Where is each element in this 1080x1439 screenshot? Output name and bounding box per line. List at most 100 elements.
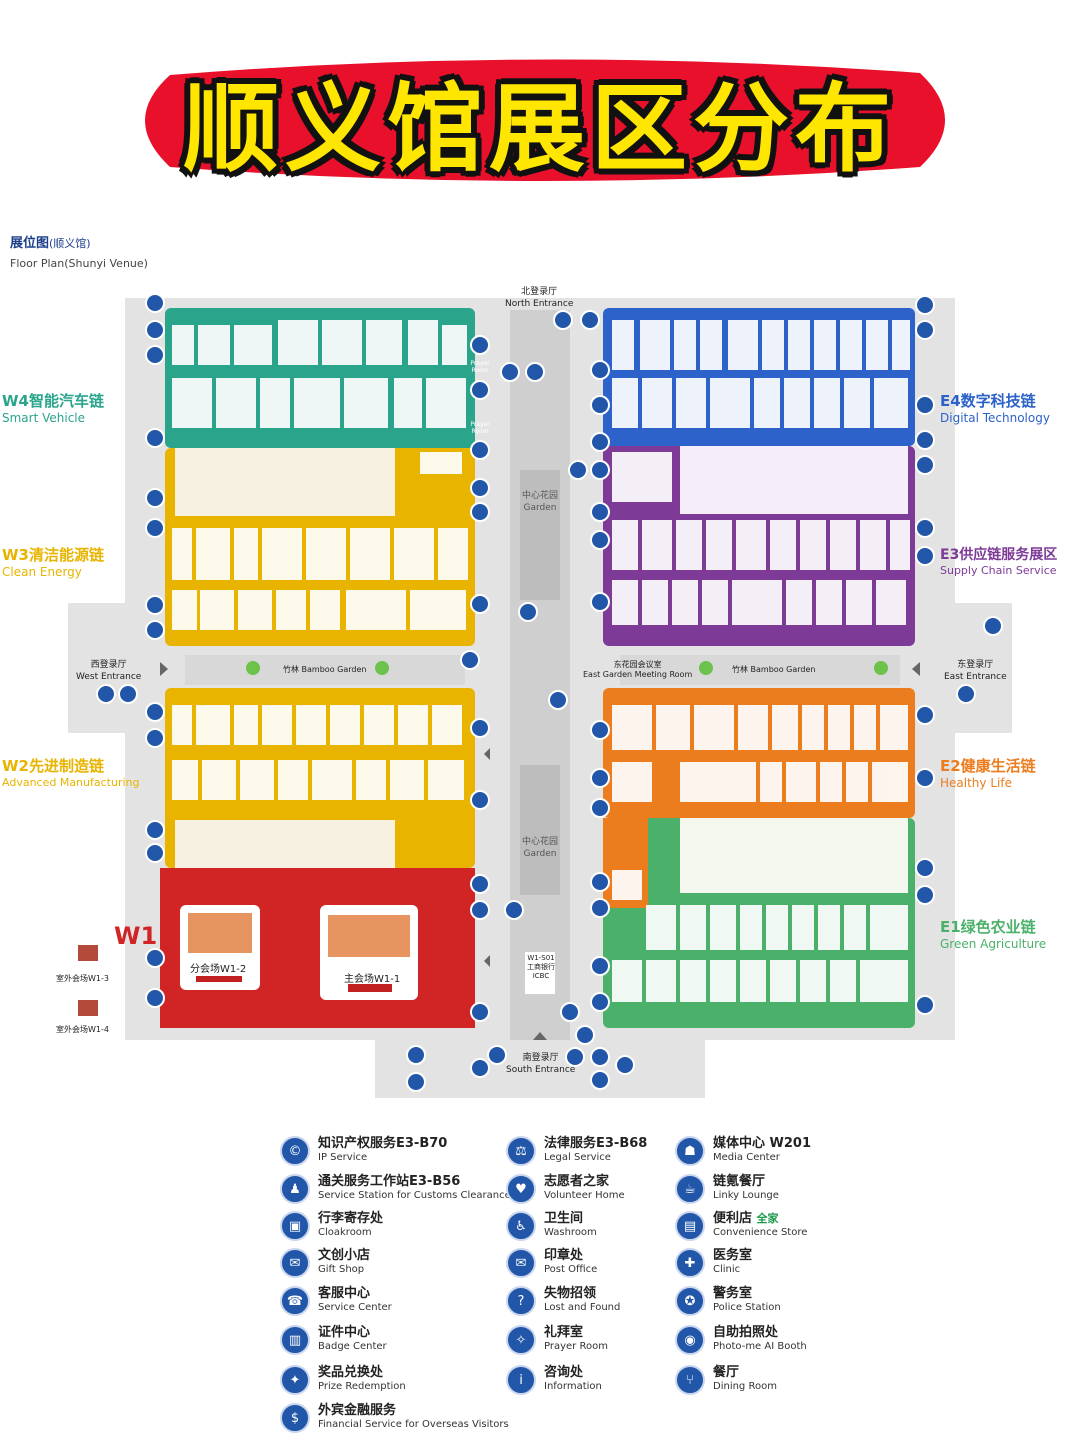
hall-w1-2-label: 分会场W1-2 — [190, 964, 247, 975]
garden-bottom-en: Garden — [523, 849, 557, 859]
legend-label-en: Information — [544, 1381, 602, 1392]
west-entrance-area — [68, 603, 128, 733]
banner-background — [145, 59, 945, 181]
legend-label-en: Dining Room — [713, 1381, 777, 1392]
information-icon: i — [506, 1365, 536, 1395]
legend-label-en: Badge Center — [318, 1341, 387, 1352]
legend-label-en: Prayer Room — [544, 1341, 608, 1352]
stage-w1-2 — [196, 976, 242, 982]
legend-label-cn: 医务室 — [713, 1248, 753, 1263]
zone-e1-name-en: Green Agriculture — [940, 937, 1047, 951]
legend-label-en: Prize Redemption — [318, 1381, 406, 1392]
legend-label-en: Post Office — [544, 1264, 598, 1275]
bamboo-garden-west — [185, 655, 465, 685]
legend-label-en: Gift Shop — [318, 1264, 365, 1275]
legend-label-en: Police Station — [713, 1302, 781, 1313]
w3-open-area — [175, 448, 395, 516]
lounge-icon: ☕ — [675, 1174, 705, 1204]
zone-w4-name-en: Smart Vehicle — [2, 411, 86, 425]
central-corridor — [510, 310, 570, 1040]
zone-e1-label: E1绿色农业链 Green Agriculture — [940, 916, 1046, 951]
prayer-room-label-1: Prayer Room — [470, 360, 490, 374]
bamboo-garden-west-label: 竹林 Bamboo Garden — [283, 665, 367, 674]
outdoor-venue-w1-4-icon — [78, 1000, 98, 1016]
legend-label-cn: 便利店 — [713, 1211, 753, 1226]
legend-label-en: Volunteer Home — [544, 1190, 625, 1201]
floor-plan-title: 展位图(顺义馆) Floor Plan(Shunyi Venue) — [10, 232, 148, 270]
finance-icon: $ — [280, 1403, 310, 1433]
legend-label-cn: 志愿者之家 — [544, 1174, 610, 1189]
south-entrance-area — [375, 1040, 705, 1098]
ip-service-icon: © — [280, 1136, 310, 1166]
cloakroom-icon: ▣ — [280, 1211, 310, 1241]
lost-found-icon: ? — [506, 1286, 536, 1316]
south-entrance-cn: 南登录厅 — [522, 1053, 559, 1063]
post-office-icon: ✉ — [506, 1248, 536, 1278]
zone-e2-name-en: Healthy Life — [940, 776, 1012, 790]
legend-label-cn: 咨询处 — [544, 1365, 584, 1380]
legal-service-icon: ⚖ — [506, 1136, 536, 1166]
prayer-room-icon: ✧ — [506, 1325, 536, 1355]
icbc-code: W1-S01 — [527, 954, 555, 962]
icbc-en: ICBC — [532, 972, 550, 980]
outdoor-venue-w1-3-label: 室外会场W1-3 — [56, 974, 109, 983]
legend-label-en: Linky Lounge — [713, 1190, 779, 1201]
legend-label-cn: 证件中心 — [318, 1325, 371, 1340]
bamboo-icon-east-of-west — [375, 661, 389, 675]
icbc-label: W1-S01 工商银行 ICBC — [527, 954, 555, 981]
zone-e2-name-cn: E2健康生活链 — [940, 757, 1036, 775]
camera-icon: ◉ — [675, 1325, 705, 1355]
legend-label-cn: 卫生间 — [544, 1211, 584, 1226]
e1-open-area — [680, 818, 908, 893]
title-banner: 顺义馆展区分布 — [130, 55, 950, 185]
bamboo-garden-east — [620, 655, 900, 685]
prize-icon: ✦ — [280, 1365, 310, 1395]
legend-label-cn: 礼拜室 — [544, 1325, 584, 1340]
legend-label-cn: 失物招领 — [544, 1286, 597, 1301]
seating-w1-2 — [188, 913, 252, 953]
south-entrance-en: South Entrance — [506, 1065, 576, 1075]
washroom-icon: ♿ — [506, 1211, 536, 1241]
legend-label-cn: 警务室 — [713, 1286, 753, 1301]
zone-w2-label: W2先进制造链 Advanced Manufacturing — [2, 755, 139, 789]
legend-label-cn: 客服中心 — [318, 1286, 371, 1301]
legend-label-cn: 链氪餐厅 — [713, 1174, 766, 1189]
gift-shop-icon: ✉ — [280, 1248, 310, 1278]
meeting-room-en: East Garden Meeting Room — [583, 670, 693, 679]
north-entrance-en: North Entrance — [505, 299, 574, 309]
legend-label-en: Photo-me AI Booth — [713, 1341, 807, 1352]
booth-grid — [172, 320, 910, 1002]
outdoor-venue-w1-4-label: 室外会场W1-4 — [56, 1025, 109, 1034]
legend-label-cn: 外宾金融服务 — [318, 1403, 397, 1418]
outdoor-venue-w1-3-icon — [78, 945, 98, 961]
legend-label-en: IP Service — [318, 1152, 368, 1163]
west-entrance-en: West Entrance — [76, 672, 142, 682]
volunteer-icon: ♥ — [506, 1174, 536, 1204]
east-entrance-label: 东登录厅 East Entrance — [944, 659, 1007, 683]
legend-label-en: Media Center — [713, 1152, 780, 1163]
legend-label-en: Service Center — [318, 1302, 392, 1313]
icbc-booth[interactable] — [525, 952, 555, 994]
west-entrance-cn: 西登录厅 — [90, 660, 127, 670]
zone-w4-label: W4智能汽车链 Smart Vehicle — [2, 390, 104, 425]
familymart-brand: 全家 — [756, 1212, 779, 1225]
seating-w1-1 — [328, 915, 410, 957]
zone-e4-label: E4数字科技链 Digital Technology — [940, 390, 1050, 425]
legend-label-cn: 奖品兑换处 — [318, 1365, 384, 1380]
central-garden-bottom-label: 中心花园 Garden — [522, 836, 558, 860]
zone-w2-name-en: Advanced Manufacturing — [2, 776, 140, 789]
service-center-icon: ☎ — [280, 1286, 310, 1316]
